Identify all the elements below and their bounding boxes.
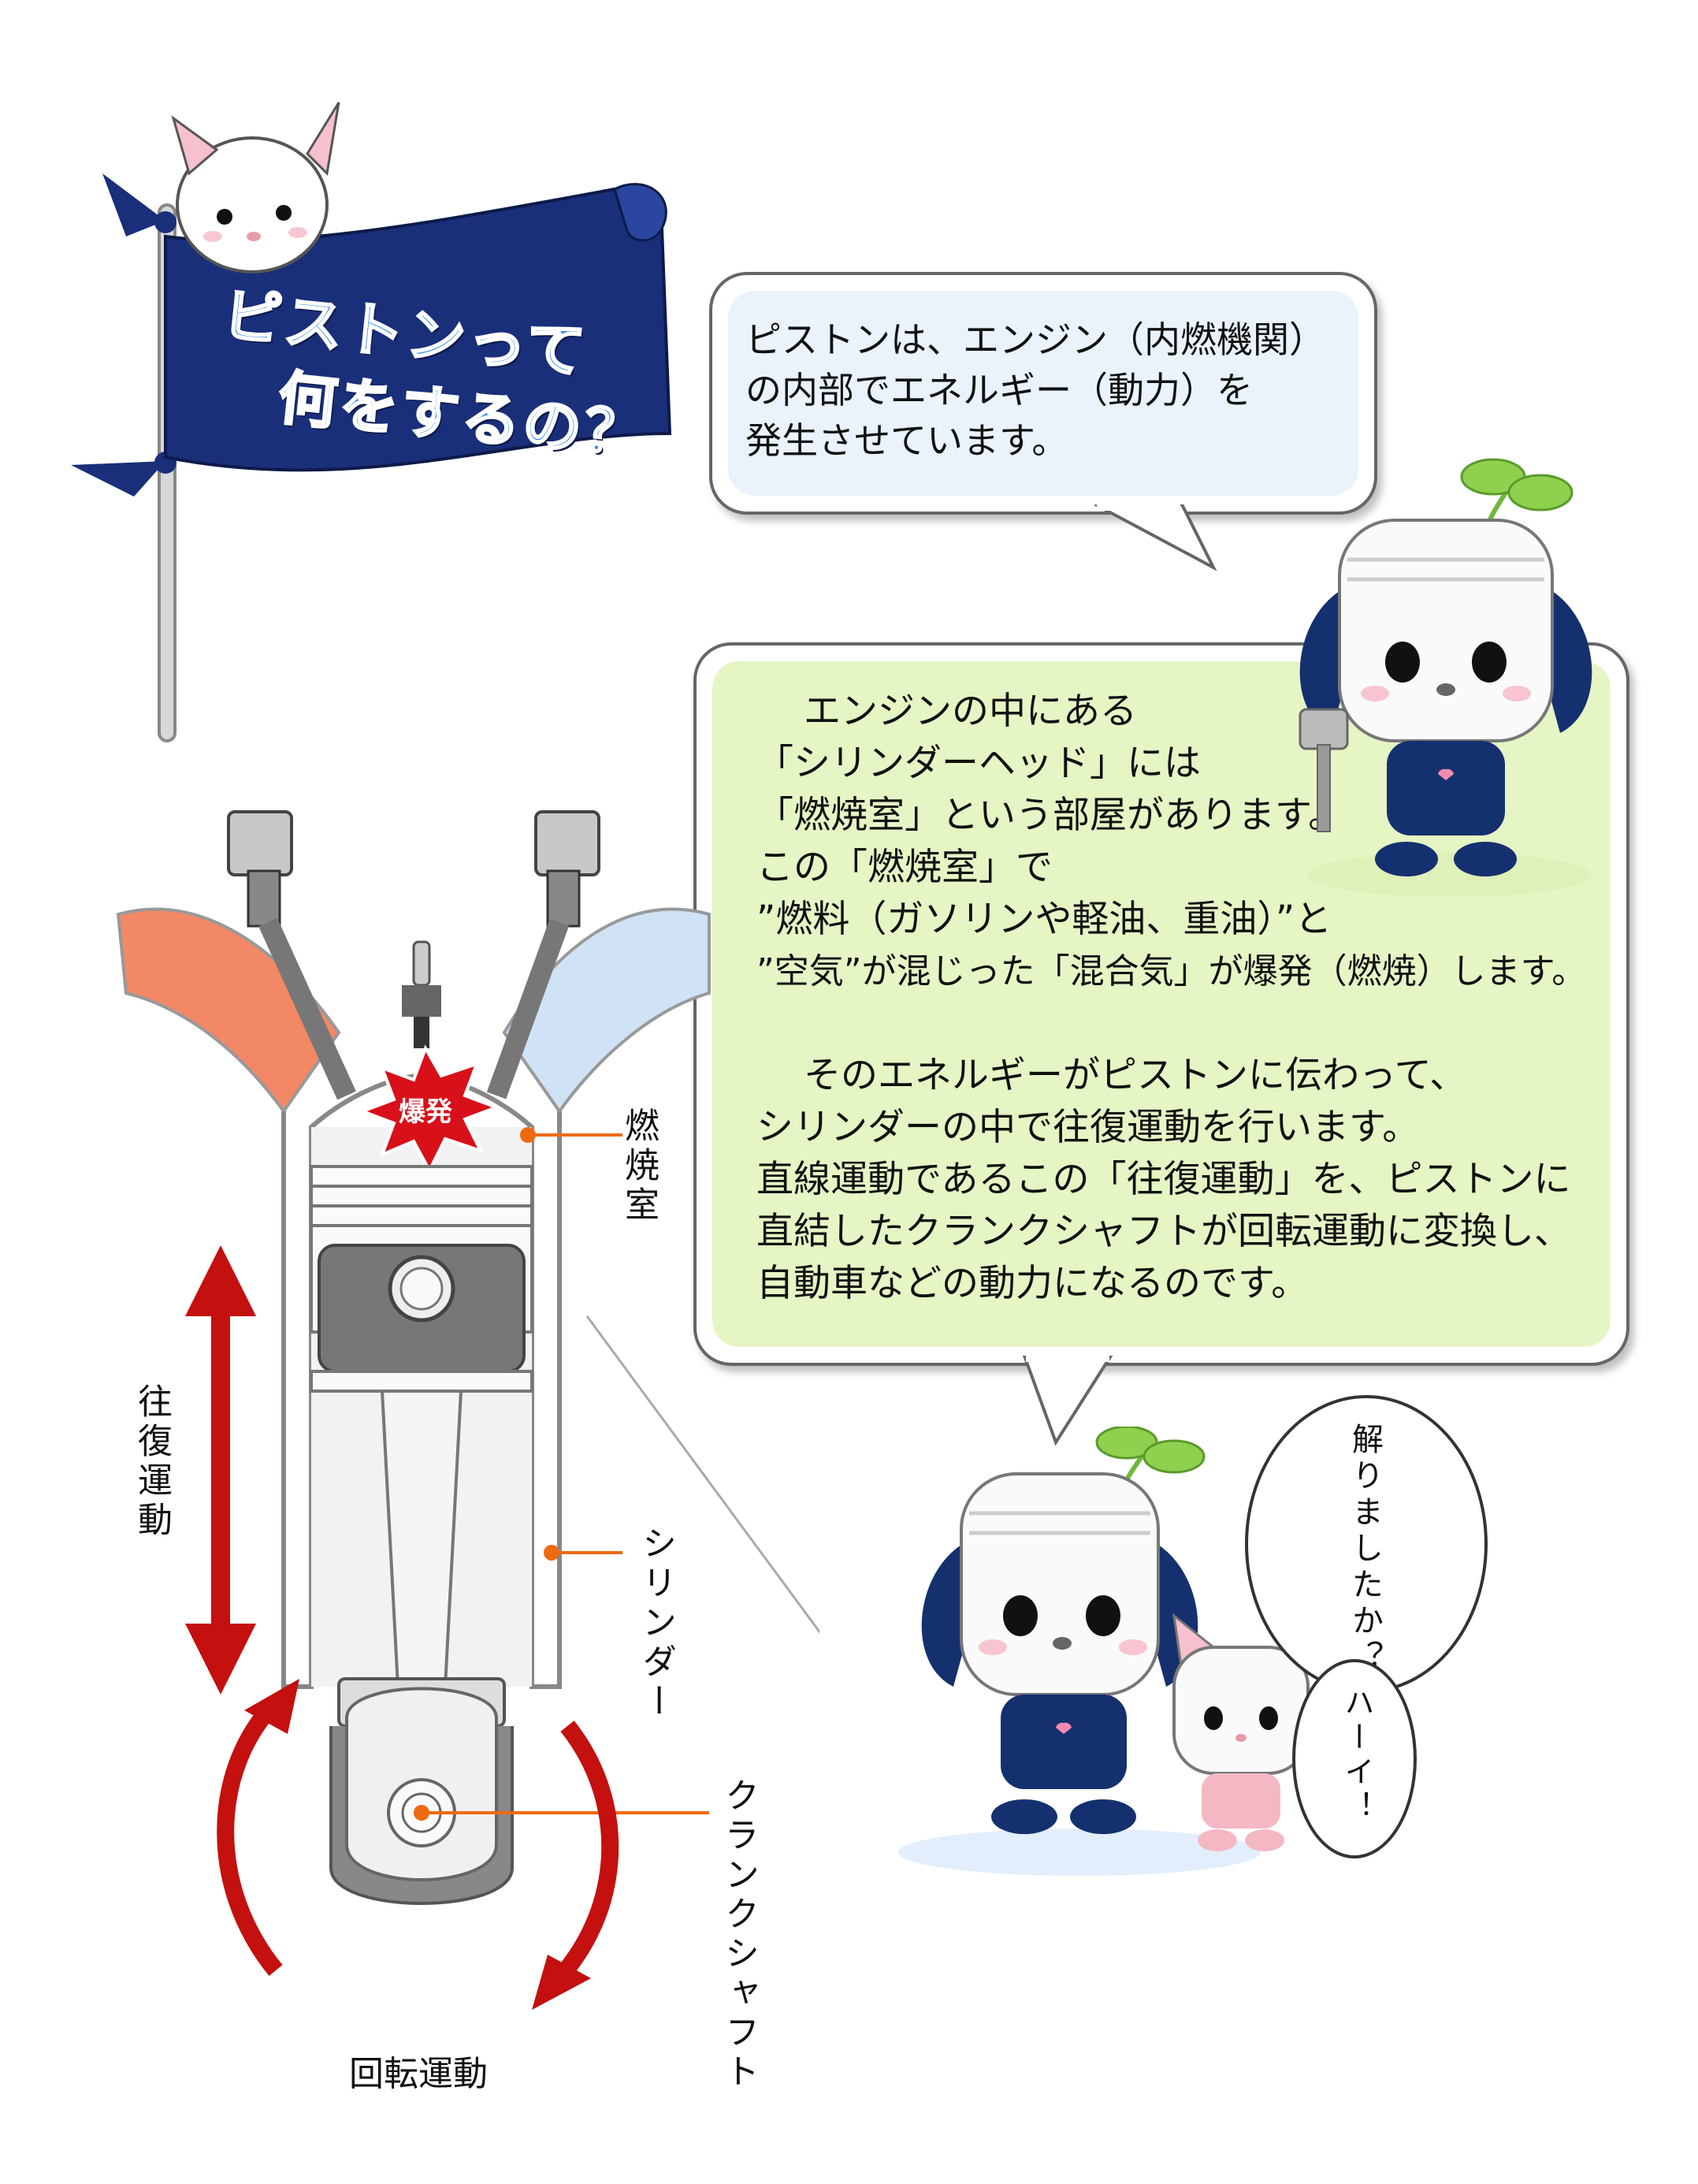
explain-p2-line1: そのエネルギーがピストンに伝わって、 — [804, 1054, 1467, 1097]
intro-speech-bubble: ピストンは、エンジン（内燃機関） の内部でエネルギー（動力）を 発生させています… — [709, 272, 1377, 515]
piston-characters-bottom — [882, 1425, 1339, 1884]
exhaust-valve — [227, 810, 356, 1100]
exhaust-port — [116, 907, 341, 1114]
explain-p2-line4: 直結したクランクシャフトが回転運動に変換し、 — [756, 1210, 1571, 1253]
rotation-arrows — [217, 1679, 619, 2010]
label-rotational-motion: 回転運動 — [349, 2054, 488, 2094]
intro-line-1: ピストンは、エンジン（内燃機関） — [745, 318, 1325, 361]
label-cylinder: シリンダー — [636, 1525, 676, 1722]
pointer-stick — [585, 1315, 819, 1634]
answer-text: ハーイ！ — [1339, 1687, 1374, 1825]
reciprocating-arrow — [185, 1245, 256, 1695]
explain-p1-line3: 「燃焼室」という部屋があります。 — [756, 794, 1346, 837]
question-text: 解りましたか？ — [1347, 1423, 1383, 1676]
intro-line-2: の内部でエネルギー（動力）を — [745, 369, 1253, 411]
piston-character-dog-top — [1269, 449, 1623, 906]
question-bubble — [1245, 1395, 1488, 1693]
intake-port — [502, 907, 711, 1114]
label-combustion-chamber: 燃焼室 — [619, 1107, 659, 1226]
explain-p2-line3: 直線運動であるこの「往復運動」を、ピストンに — [756, 1158, 1571, 1201]
explain-p2-line2: シリンダーの中で往復運動を行います。 — [756, 1106, 1420, 1149]
explosion-label: 爆発 — [399, 1096, 453, 1128]
label-crankshaft: クランクシャフト — [719, 1777, 759, 2093]
intro-bubble-tail — [1094, 504, 1217, 571]
label-reciprocating-motion: 往復運動 — [132, 1383, 172, 1541]
explanation-bubble-tail — [1022, 1356, 1113, 1446]
engine-diagram: 爆発 — [116, 810, 819, 2010]
explain-p1-line6: ”空気”が混じった「混合気」が爆発（燃焼）します。 — [756, 951, 1587, 992]
intake-valve — [486, 810, 600, 1099]
banner-flag — [47, 87, 693, 749]
explain-p1-line2: 「シリンダーヘッド」には — [756, 742, 1201, 785]
explain-p1-line4: この「燃焼室」で — [756, 846, 1053, 889]
explain-p1-line5: ”燃料（ガソリンや軽油、重油）”と — [756, 898, 1332, 941]
explosion-burst: 爆発 — [358, 1044, 501, 1174]
explain-p2-line5: 自動車などの動力になるのです。 — [756, 1262, 1309, 1305]
piston — [310, 1165, 533, 1393]
crankshaft-assembly — [329, 1677, 514, 1905]
connecting-rod — [380, 1390, 463, 1688]
answer-bubble — [1292, 1659, 1417, 1858]
intro-line-3: 発生させています。 — [745, 419, 1068, 462]
explain-p1-line1: エンジンの中にある — [804, 690, 1137, 733]
spark-plug — [402, 940, 441, 1048]
